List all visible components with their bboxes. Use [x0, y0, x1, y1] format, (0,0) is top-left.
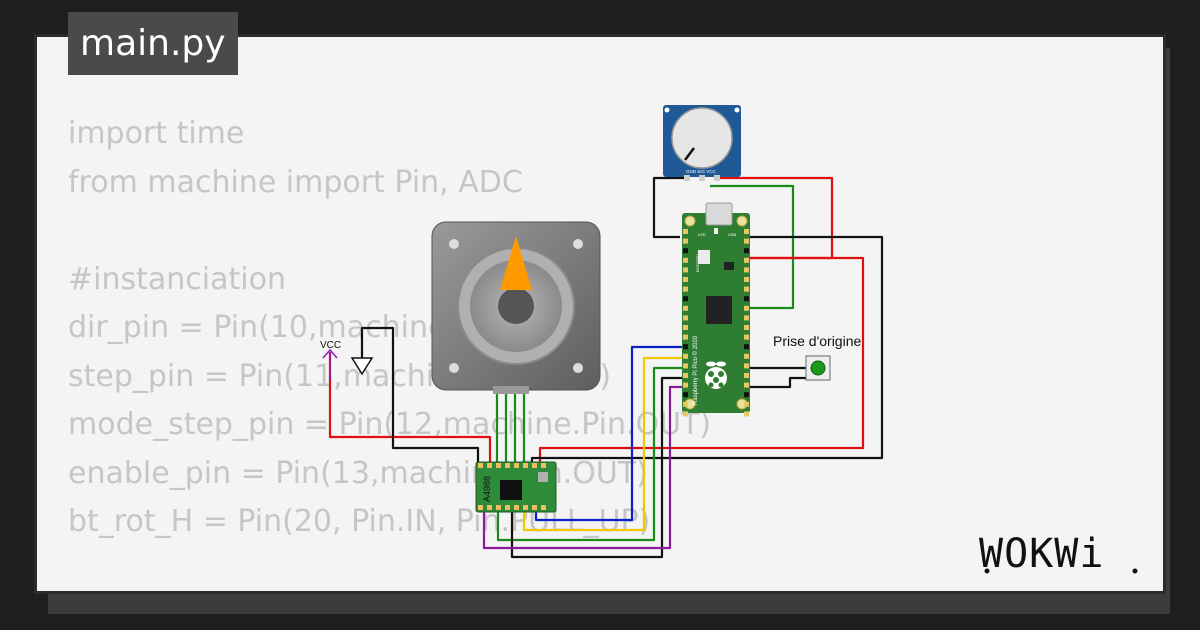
pico-led-label: LED [698, 232, 706, 237]
pico-pin[interactable] [744, 411, 749, 417]
wokwi-logo-text: WOKWi [979, 531, 1104, 577]
pico-pin[interactable] [683, 373, 688, 378]
pico-pin[interactable] [744, 305, 749, 311]
pico-pin[interactable] [744, 248, 749, 254]
pico-pin[interactable] [744, 238, 749, 244]
pico-pin[interactable] [744, 296, 749, 302]
stepper-motor[interactable] [431, 221, 601, 394]
usb-port [705, 202, 733, 226]
pico-pin[interactable] [683, 305, 688, 311]
pico-pins [683, 229, 749, 417]
screw-hole [573, 363, 583, 373]
pot-pin-labels: GND SIG VCC [686, 169, 717, 174]
wire-vcc[interactable] [328, 352, 492, 463]
pico-pin[interactable] [744, 257, 749, 263]
wire-button-b[interactable] [750, 376, 806, 389]
ground-symbol [350, 357, 374, 376]
pico-pin[interactable] [683, 277, 688, 282]
pico-pin[interactable] [683, 325, 688, 330]
pico-pin[interactable] [744, 286, 749, 292]
pot-knob[interactable] [671, 107, 733, 169]
pico-pin[interactable] [744, 401, 749, 407]
pico-pin[interactable] [744, 373, 749, 378]
pico-pin[interactable] [683, 382, 688, 388]
wire-enable[interactable] [510, 376, 682, 559]
button-label: Prise d'origine [773, 333, 861, 349]
wokwi-logo: WOKWi [975, 525, 1150, 584]
wires [328, 176, 884, 559]
driver-label: A4988 [482, 476, 492, 502]
wire-step[interactable] [522, 356, 682, 532]
vcc-label: VCC [320, 340, 341, 351]
pico-pin[interactable] [744, 382, 749, 388]
wire-pot-gnd[interactable] [652, 176, 690, 239]
wire-pot-sig[interactable] [710, 184, 795, 310]
pico-pin[interactable] [683, 296, 688, 302]
a4988-driver[interactable]: A4988 [475, 461, 557, 513]
pico-pin[interactable] [683, 334, 688, 340]
code-line: enable_pin = Pin(13,machine.Pin.OUT) [68, 455, 648, 491]
pico-pin[interactable] [744, 392, 749, 398]
pico-pin[interactable] [683, 353, 688, 359]
onboard-led [714, 228, 718, 234]
motor-arrow [500, 236, 532, 290]
pico-pin[interactable] [683, 238, 688, 244]
wire-purple[interactable] [482, 385, 682, 550]
pico-pin[interactable] [683, 401, 688, 407]
code-line: #instanciation [68, 261, 286, 297]
pico-pin[interactable] [683, 344, 688, 350]
rp2040-chip [706, 296, 732, 324]
wire-pico-gnd[interactable] [530, 235, 884, 463]
raspberry-logo [705, 361, 727, 389]
driver-trimpot [538, 472, 548, 482]
pico-pin[interactable] [744, 315, 749, 321]
pico-usb-label: USB [728, 232, 737, 237]
pico-pin[interactable] [744, 334, 749, 340]
pushbutton-home[interactable] [805, 355, 831, 381]
button-cap[interactable] [810, 360, 826, 376]
pico-pin[interactable] [744, 353, 749, 359]
pico-pin[interactable] [744, 363, 749, 369]
pico-pin[interactable] [744, 229, 749, 234]
pico-pin[interactable] [683, 286, 688, 292]
pico-bootsel-label: BOOTSEL [695, 252, 700, 272]
pico-pin[interactable] [683, 229, 688, 234]
bootsel-button[interactable] [698, 250, 710, 264]
pico-pin[interactable] [683, 315, 688, 321]
file-tab-main-py[interactable]: main.py [68, 12, 238, 75]
screw-hole [573, 239, 583, 249]
code-line: import time [68, 116, 245, 151]
pico-pin[interactable] [683, 392, 688, 398]
pico-pin[interactable] [683, 248, 688, 254]
pico-pin[interactable] [683, 411, 688, 417]
pico-pin[interactable] [683, 363, 688, 369]
pot-pointer [684, 147, 695, 161]
pico-pin[interactable] [744, 344, 749, 350]
pico-board-label: Raspberry Pi Pico © 2020 [692, 335, 699, 405]
pico-pin[interactable] [744, 267, 749, 273]
wire-gnd[interactable] [360, 326, 480, 463]
wire-pico-3v3[interactable] [538, 256, 865, 463]
wire-ms[interactable] [496, 366, 682, 542]
pico-pin[interactable] [683, 257, 688, 263]
pico-pin[interactable] [683, 267, 688, 273]
pico-pin[interactable] [744, 325, 749, 330]
driver-chip [500, 480, 522, 500]
code-line: from machine import Pin, ADC [68, 164, 523, 200]
motor-shaft [498, 288, 534, 324]
pico-pin[interactable] [744, 277, 749, 282]
screw-hole [449, 363, 459, 373]
potentiometer[interactable]: GND SIG VCC [663, 105, 741, 181]
wire-dir[interactable] [534, 345, 682, 522]
screw-hole [449, 239, 459, 249]
vcc-symbol: VCC [320, 340, 341, 380]
raspberry-pi-pico[interactable]: LED USB BOOTSEL Raspberry Pi Pico © 2020 [682, 202, 750, 417]
